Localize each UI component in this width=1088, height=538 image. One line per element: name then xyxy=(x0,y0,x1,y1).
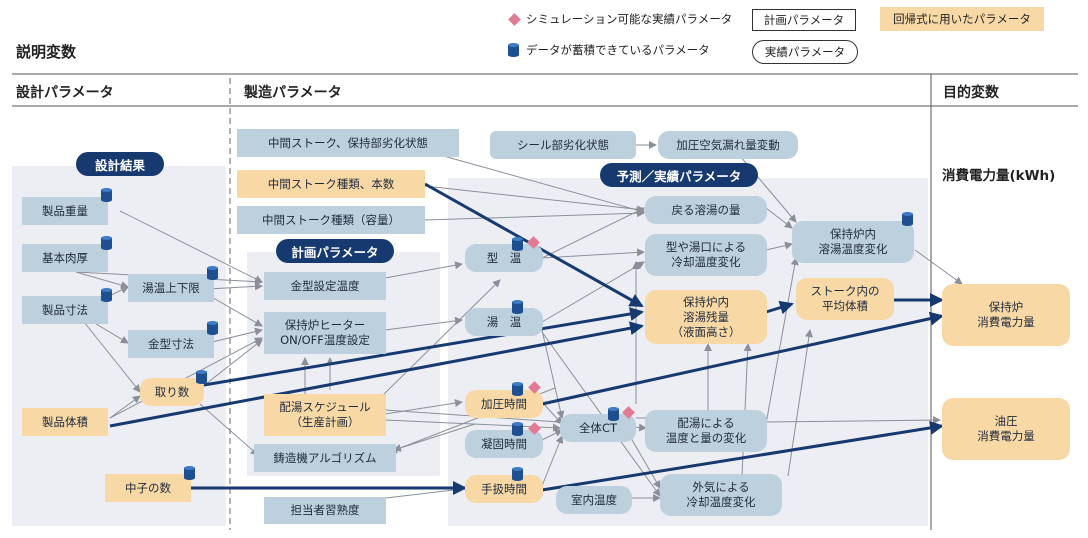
node-mold-temp: 型 温 xyxy=(465,244,543,272)
database-icon xyxy=(207,321,218,335)
node-mid-stoke-state: 中間ストーク、保持部劣化状態 xyxy=(237,129,459,157)
group-design-result: 設計結果 xyxy=(76,152,164,176)
node-heater-onoff: 保持炉ヒーター ON/OFF温度設定 xyxy=(264,312,386,354)
node-operator-skill: 担当者習熟度 xyxy=(264,497,386,524)
database-icon xyxy=(101,236,112,250)
node-yield-count: 取り数 xyxy=(140,378,204,406)
header-objective: 目的変数 xyxy=(943,85,999,101)
node-holding-power: 保持炉 消費電力量 xyxy=(942,284,1070,346)
group-predict-actual: 予測／実績パラメータ xyxy=(600,163,758,187)
node-melt-temp: 湯 温 xyxy=(465,308,543,336)
database-icon xyxy=(101,288,112,302)
database-icon xyxy=(512,467,523,481)
database-icon xyxy=(512,237,523,251)
legend-actual-box: 実績パラメータ xyxy=(752,40,858,64)
node-mold-dims: 金型寸法 xyxy=(128,330,214,358)
legend-regression-box: 回帰式に用いたパラメータ xyxy=(880,7,1044,31)
node-return-melt: 戻る溶湯の量 xyxy=(645,196,767,224)
node-air-cooling: 外気による 冷却温度変化 xyxy=(660,474,782,516)
node-mid-stoke-cap: 中間ストーク種類（容量） xyxy=(237,206,425,234)
node-melt-range: 湯温上下限 xyxy=(128,274,214,302)
node-hydraulic-power: 油圧 消費電力量 xyxy=(942,398,1070,460)
node-room-temp: 室内温度 xyxy=(556,486,632,514)
node-press-time: 加圧時間 xyxy=(465,390,543,418)
node-gate-cooling: 型や湯口による 冷却温度変化 xyxy=(645,234,767,276)
database-icon xyxy=(207,266,218,280)
node-distribution-change: 配湯による 温度と量の変化 xyxy=(645,410,767,452)
database-icon xyxy=(902,212,913,226)
database-icon xyxy=(196,370,207,384)
node-algorithm: 鋳造機アルゴリズム xyxy=(254,444,396,472)
node-stoke-avg-vol: ストーク内の 平均体積 xyxy=(796,278,894,320)
node-mid-stoke-type: 中間ストーク種類、本数 xyxy=(237,170,425,198)
node-holding-temp-change: 保持炉内 溶湯温度変化 xyxy=(792,221,914,263)
node-solid-time: 凝固時間 xyxy=(465,430,543,458)
header-design: 設計パラメータ xyxy=(16,85,114,101)
group-plan-params: 計画パラメータ xyxy=(276,239,394,263)
header-manufacturing: 製造パラメータ xyxy=(244,85,342,101)
node-wall-thickness: 基本肉厚 xyxy=(22,244,108,272)
node-seal-state: シール部劣化状態 xyxy=(490,131,636,159)
node-holding-volume: 保持炉内 溶湯残量 （液面高さ） xyxy=(645,290,767,344)
database-icon xyxy=(512,300,523,314)
node-total-ct: 全体CT xyxy=(560,414,636,442)
node-hand-time: 手扱時間 xyxy=(465,475,543,503)
header-explanatory: 説明変数 xyxy=(16,43,77,61)
database-icon xyxy=(512,382,523,396)
legend-database: データが蓄積できているパラメータ xyxy=(526,43,710,57)
database-icon xyxy=(184,466,195,480)
node-air-leak: 加圧空気漏れ量変動 xyxy=(658,131,798,159)
legend-plan-box: 計画パラメータ xyxy=(752,9,856,31)
header-energy: 消費電力量(kWh) xyxy=(942,168,1056,184)
node-schedule: 配湯スケジュール （生産計画） xyxy=(264,394,386,436)
node-core-count: 中子の数 xyxy=(105,474,191,502)
database-icon xyxy=(608,407,619,421)
node-mold-temp-set: 金型設定温度 xyxy=(264,272,386,300)
node-product-volume: 製品体積 xyxy=(22,408,108,436)
legend-simulation: シミュレーション可能な実績パラメータ xyxy=(526,12,733,26)
database-icon xyxy=(101,188,112,202)
node-product-dims: 製品寸法 xyxy=(22,296,108,324)
database-icon xyxy=(512,422,523,436)
node-product-weight: 製品重量 xyxy=(22,197,108,225)
database-icon xyxy=(508,43,519,57)
